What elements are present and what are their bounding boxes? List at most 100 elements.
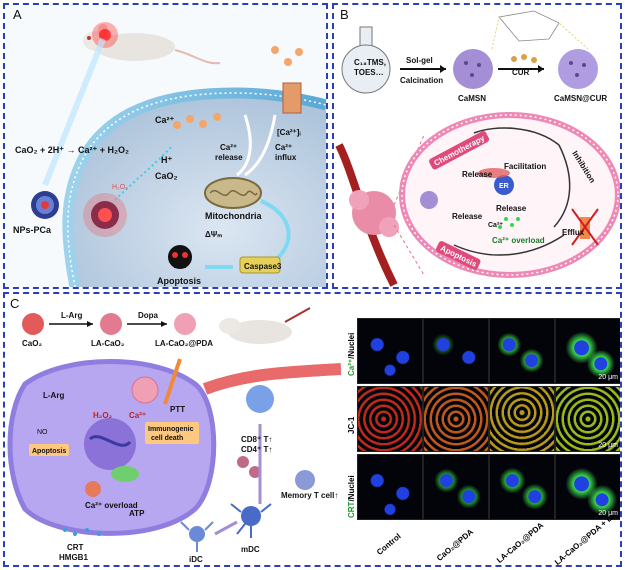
flask-label-top: C₁₈TMS,: [354, 58, 386, 67]
panel-c-illustration: C CaO₂ L-Arg Dopa LA-CaO₂ LA-CaO₂@PDA L-…: [5, 294, 341, 565]
micrograph-r2-c4: 20 μm: [555, 386, 620, 452]
panel-a: A CaO₂ + 2H⁺ → Ca²⁺ + H₂O₂ NPs-PCa Ca²⁺ …: [3, 3, 328, 289]
release-label-2: Release: [496, 204, 527, 213]
ca-influx-top: Ca²⁺: [275, 143, 292, 152]
mitochondria-label: Mitochondria: [205, 211, 262, 221]
flask-label-bottom: TOES…: [354, 68, 384, 77]
row-label-ca: Ca²⁺/Nuclei: [347, 332, 356, 376]
release-arrow: [236, 114, 252, 177]
mouse-icon: [83, 22, 221, 65]
skull-icon: [168, 245, 192, 269]
ca-influx-bottom: influx: [275, 153, 297, 162]
apoptosis-label: Apoptosis: [32, 448, 66, 455]
panel-b-illustration: B C₁₈TMS, TOES… Sol-gel Calcination CaMS…: [334, 5, 620, 287]
panel-letter: B: [340, 7, 349, 22]
panel-c: C CaO₂ L-Arg Dopa LA-CaO₂ LA-CaO₂@PDA L-…: [3, 292, 622, 567]
calcination-label: Calcination: [400, 76, 443, 85]
lacao2pda-sphere: [174, 313, 196, 335]
internal-particle: [420, 191, 438, 209]
scalebar: 20 μm: [598, 374, 618, 381]
h2o2-small: H₂O₂: [112, 184, 128, 191]
overload-label: Ca²⁺ overload: [492, 236, 545, 245]
hplus-label: H⁺: [161, 155, 172, 165]
column-label-2: CaO₂@PDA: [435, 527, 476, 563]
cell-body: [67, 93, 326, 287]
release-label-3: Release: [452, 212, 483, 221]
nps-label: NPs-PCa: [13, 225, 52, 235]
nanoparticle-icon: [31, 191, 59, 219]
overload-label: Ca²⁺ overload: [85, 501, 138, 510]
panel-letter: C: [10, 296, 19, 311]
ca2-label: Ca²⁺: [488, 222, 503, 229]
camsncur-label: CaMSN@CUR: [554, 94, 607, 103]
tumor-cluster: [246, 385, 274, 413]
lacao2-label: LA-CaO₂: [91, 339, 125, 348]
cur-label: CUR: [512, 68, 530, 77]
mdc-label: mDC: [241, 545, 260, 554]
delta-psi-label: ΔΨₘ: [205, 230, 222, 239]
er-label: ER: [499, 183, 509, 190]
icd-box: [145, 422, 199, 444]
micrograph-r3-c3: [489, 454, 555, 520]
larg-arrow-label: L-Arg: [61, 311, 82, 320]
cao2-label: CaO₂: [22, 339, 42, 348]
ca2-label: Ca²⁺: [155, 115, 175, 125]
lacao2pda-label: LA-CaO₂@PDA: [155, 339, 213, 348]
no-label: NO: [37, 429, 48, 436]
solgel-label: Sol-gel: [406, 56, 433, 65]
atp-label: ATP: [129, 509, 145, 518]
ca2-label: Ca²⁺: [129, 411, 146, 420]
camsn-cur-sphere: [558, 49, 598, 89]
column-label-1: Control: [375, 531, 403, 557]
lacao2-sphere: [100, 313, 122, 335]
memory-t-cell: [295, 470, 315, 490]
scalebar: 20 μm: [598, 510, 618, 517]
icd-label-top: Immunogenic: [148, 426, 194, 433]
mitochondria-icon: [204, 177, 262, 209]
nucleus: [84, 418, 136, 470]
panel-letter: A: [13, 7, 22, 22]
caspase-arrow: [260, 199, 291, 262]
er-icon: [494, 175, 514, 195]
release-label-1: Release: [462, 170, 493, 179]
micrograph-r2-c2: [423, 386, 489, 452]
reaction-equation: CaO₂ + 2H⁺ → Ca²⁺ + H₂O₂: [15, 145, 129, 155]
micrograph-r1-c1: [357, 318, 423, 384]
micrograph-r3-c1: [357, 454, 423, 520]
micrograph-r1-c2: [423, 318, 489, 384]
micrograph-r1-c3: [489, 318, 555, 384]
mdc-cell: [230, 503, 272, 538]
tumor-icon: [349, 190, 399, 237]
column-label-3: LA-CaO₂@PDA: [495, 520, 546, 565]
efflux-label: Efflux: [562, 228, 585, 237]
ca-release-top: Ca²⁺: [220, 143, 237, 152]
mouse-icon: [219, 307, 311, 344]
apoptosis-box: [29, 444, 69, 456]
apoptosis-label: Apoptosis: [157, 276, 201, 286]
cd4-label: CD4⁺ T↑: [241, 445, 272, 454]
scalebar: 20 μm: [598, 442, 618, 449]
crt-label: CRT: [67, 543, 84, 552]
flask-icon: [341, 26, 391, 94]
micrograph-r3-c4: 20 μm: [555, 454, 620, 520]
mitochondria-icon: [111, 466, 139, 482]
facilitation-label: Facilitation: [504, 162, 546, 171]
icd-label-bottom: cell death: [151, 435, 183, 442]
dopa-label: Dopa: [138, 311, 159, 320]
camsn-sphere: [453, 49, 493, 89]
micrograph-r2-c3: [489, 386, 555, 452]
influx-arrow: [244, 114, 277, 177]
memory-label: Memory T cell↑: [281, 491, 338, 500]
idc-cell: [180, 521, 214, 552]
row-label-jc1: JC-1: [347, 416, 356, 434]
cao2-label: CaO₂: [155, 171, 178, 181]
ca-release-bottom: release: [215, 153, 243, 162]
camsn-label: CaMSN: [458, 94, 486, 103]
cao2-sphere: [22, 313, 44, 335]
h2o2-label: H₂O₂: [93, 411, 113, 420]
cd8-label: CD8⁺ T↑: [241, 435, 272, 444]
micrograph-r3-c2: [423, 454, 489, 520]
hmgb1-label: HMGB1: [59, 553, 88, 562]
micrograph-r2-c1: [357, 386, 423, 452]
idc-label: iDC: [189, 555, 203, 564]
